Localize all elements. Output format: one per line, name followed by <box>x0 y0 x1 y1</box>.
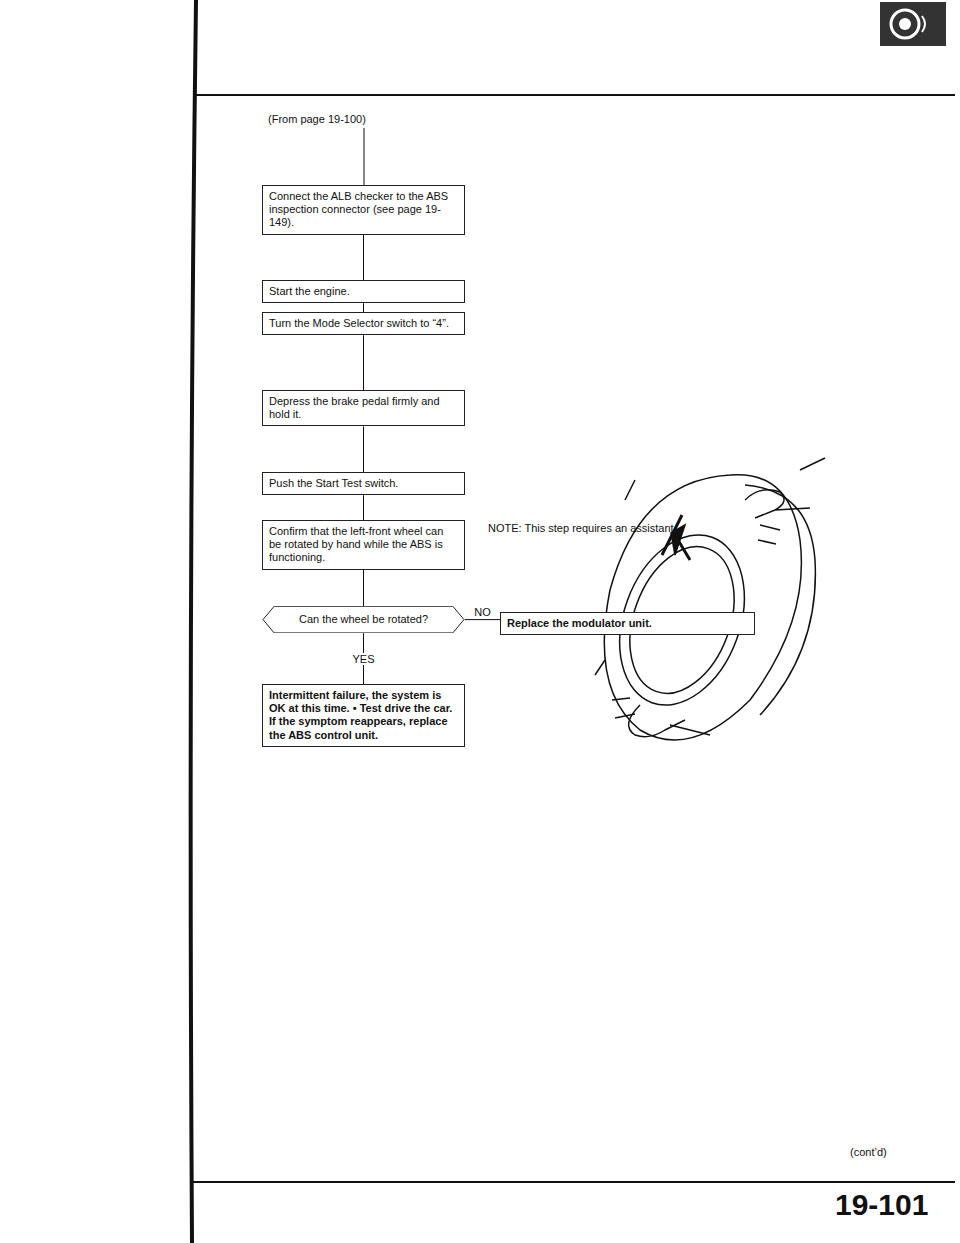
wheel-illustration <box>595 458 825 740</box>
process-box: Confirm that the left-front wheel can be… <box>262 520 465 570</box>
flow-connector <box>363 335 364 390</box>
lead-line <box>364 128 365 185</box>
bottom-rule <box>192 1181 955 1183</box>
step-text: Confirm that the left-front wheel can be… <box>269 525 458 565</box>
process-box: Replace the modulator unit. <box>500 612 755 635</box>
edge-label: YES <box>350 653 376 665</box>
flow-connector <box>465 619 500 620</box>
step-text: Connect the ALB checker to the ABS inspe… <box>269 190 458 230</box>
decision-box: Can the wheel be rotated? <box>262 606 465 633</box>
note-label: NOTE: This step requires an assistant. <box>488 522 677 534</box>
process-box: Connect the ALB checker to the ABS inspe… <box>262 185 465 235</box>
process-box: Turn the Mode Selector switch to “4”. <box>262 312 465 335</box>
abs-icon <box>880 2 946 46</box>
page-edge <box>191 0 196 1243</box>
step-text: Start the engine. <box>269 285 458 298</box>
flow-connector <box>363 570 364 606</box>
flow-connector <box>363 495 364 520</box>
process-box: Start the engine. <box>262 280 465 303</box>
flow-connector <box>363 235 364 280</box>
flow-connector <box>363 303 364 312</box>
step-text: Push the Start Test switch. <box>269 477 458 490</box>
process-box: Push the Start Test switch. <box>262 472 465 495</box>
step-text: Intermittent failure, the system is OK a… <box>269 689 458 742</box>
edge-label: NO <box>472 606 493 618</box>
note-label: 19-101 <box>835 1188 928 1222</box>
note-label: (cont’d) <box>850 1146 887 1158</box>
step-text: Replace the modulator unit. <box>507 617 748 630</box>
step-text: Can the wheel be rotated? <box>280 613 447 626</box>
flow-connector <box>363 426 364 472</box>
process-box: Intermittent failure, the system is OK a… <box>262 684 465 747</box>
process-box: Depress the brake pedal firmly and hold … <box>262 390 465 426</box>
top-rule <box>196 94 955 96</box>
step-text: Depress the brake pedal firmly and hold … <box>269 395 458 421</box>
step-text: Turn the Mode Selector switch to “4”. <box>269 317 458 330</box>
note-label: (From page 19-100) <box>268 113 366 125</box>
